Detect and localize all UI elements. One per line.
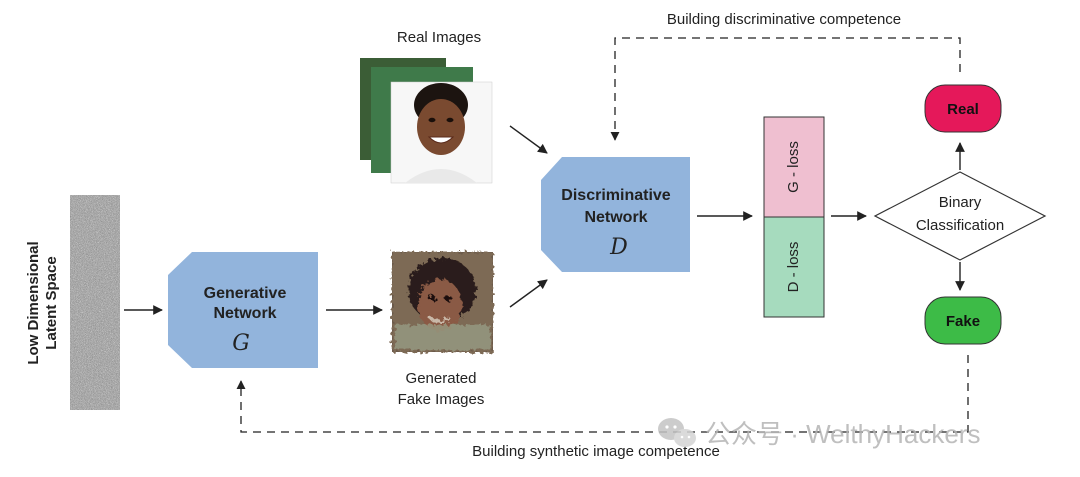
feedback-loop-bottom: [236, 355, 969, 433]
latent-label-line1: Low Dimensional: [25, 241, 42, 364]
real-images-caption: Real Images: [397, 29, 481, 46]
real-images-stack: [360, 58, 493, 184]
discriminator-title-line1: Discriminative: [561, 187, 670, 204]
fake-images-caption-line2: Fake Images: [398, 391, 485, 408]
watermark-text: 公众号 · WelthyHackers: [705, 419, 980, 449]
g-loss-box: [763, 116, 825, 218]
feedback-top-label: Building discriminative competence: [667, 11, 901, 28]
fake-image: [392, 252, 493, 352]
fake-output-label: Fake: [946, 313, 980, 330]
wechat-icon: [658, 418, 696, 447]
discriminator-title-line2: Network: [584, 209, 647, 226]
binary-classification-diamond: [873, 171, 1047, 261]
fake-images-caption-line1: Generated: [406, 370, 477, 387]
latent-label-line2: Latent Space: [43, 256, 60, 349]
watermark: 公众号 · WelthyHackers: [658, 418, 980, 449]
feedback-loop-top: [610, 37, 961, 141]
arrow-real-to-discriminator: [509, 125, 548, 154]
generator-title-line2: Network: [213, 305, 276, 322]
classifier-line1: Binary: [939, 194, 982, 211]
generator-symbol: G: [232, 331, 250, 356]
latent-noise-block: [70, 195, 120, 410]
generator-title-line1: Generative: [204, 285, 287, 302]
generator-box: [168, 252, 318, 368]
d-loss-label: D - loss: [785, 242, 802, 293]
arrow-fake-to-discriminator: [509, 279, 548, 308]
g-loss-label: G - loss: [785, 141, 802, 193]
fake-output-pill: [924, 296, 1002, 345]
discriminator-symbol: D: [609, 235, 628, 260]
real-output-label: Real: [947, 101, 979, 118]
d-loss-box: [763, 216, 825, 318]
discriminator-box: [541, 157, 690, 272]
real-output-pill: [924, 84, 1002, 133]
classifier-line2: Classification: [916, 217, 1004, 234]
feedback-bottom-label: Building synthetic image competence: [472, 443, 720, 460]
